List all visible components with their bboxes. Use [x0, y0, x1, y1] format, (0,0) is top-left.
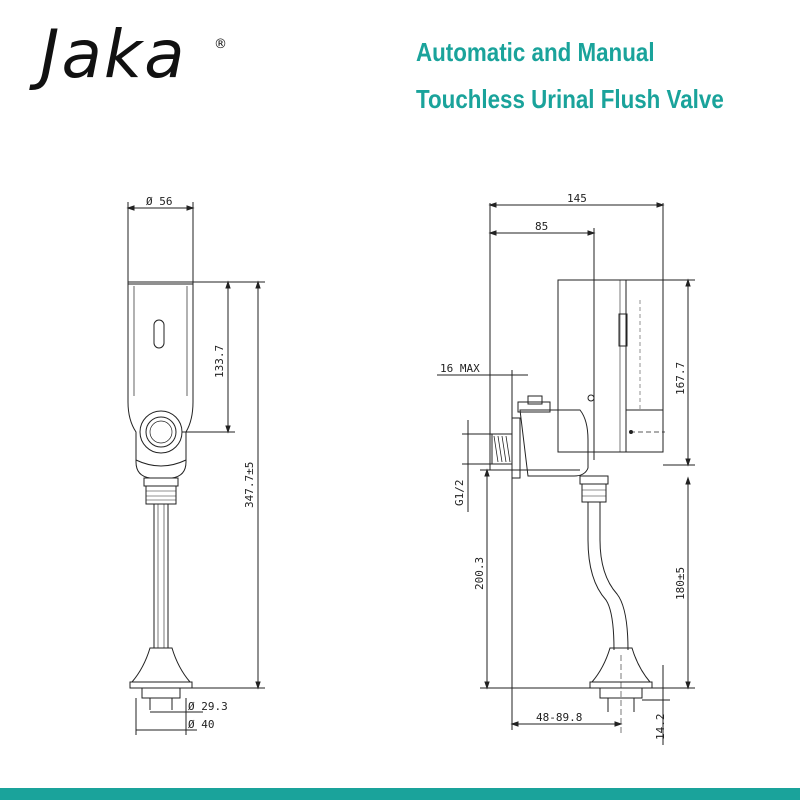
dim-outlet-offset: 48-89.8: [536, 711, 582, 724]
dim-outlet-height: 180±5: [674, 567, 687, 600]
dim-arrows: [510, 721, 623, 727]
dim-top-diameter: Ø 56: [146, 195, 173, 208]
wall-plate: [511, 417, 521, 479]
dim-sensor-height: 133.7: [213, 345, 226, 378]
screw: [587, 394, 595, 402]
inlet-body: [519, 409, 589, 477]
registered-mark: ®: [214, 37, 227, 52]
dim-base-inner: Ø 29.3: [188, 700, 228, 713]
button-center: [629, 430, 633, 434]
dim-base-height: 14.2: [654, 714, 667, 741]
dim-wall-max: 16 MAX: [440, 362, 480, 375]
manual-button-inner: [149, 420, 173, 444]
dim-overall-width: 145: [567, 192, 587, 205]
dim-inlet-drop: 200.3: [473, 557, 486, 590]
valve-body-side: [557, 279, 664, 453]
side-view: 145 85 16 MAX G1/2: [437, 192, 695, 745]
coupling-side: [579, 475, 609, 485]
dim-body-height: 167.7: [674, 362, 687, 395]
footer-accent-bar: [0, 788, 800, 800]
pipe-edge: [599, 502, 629, 651]
dim-base-outer: Ø 40: [188, 718, 215, 731]
pipe-flange: [130, 647, 192, 683]
coupling: [143, 477, 179, 487]
dim-arrows: [484, 468, 490, 690]
body-bottom-curve: [135, 459, 187, 467]
dim-arrows: [126, 205, 195, 211]
hex-nut: [145, 485, 177, 505]
hex-nut-side: [581, 483, 607, 503]
dim-thread: G1/2: [453, 480, 466, 507]
button-housing: [625, 409, 664, 453]
inlet-cap: [517, 401, 551, 413]
sensor-window: [153, 319, 165, 349]
dim-arrows: [488, 202, 665, 236]
dim-arrows: [685, 278, 691, 690]
product-title-line-1: Automatic and Manual: [416, 37, 655, 67]
product-title-line-2: Touchless Urinal Flush Valve: [416, 84, 724, 114]
manual-button: [145, 416, 177, 448]
flange-plate: [129, 681, 193, 689]
dim-overall-height: 347.7±5: [243, 462, 256, 508]
sensor-window-side: [618, 313, 628, 347]
sensor-body: [127, 281, 194, 479]
dim-arrows: [225, 280, 261, 690]
brand-logo: Jaka: [40, 16, 187, 93]
dim-width-to-body: 85: [535, 220, 548, 233]
inlet-knob: [527, 395, 543, 405]
inlet-thread: [491, 433, 513, 465]
spud-nut: [141, 687, 181, 699]
thread-hatching: [493, 435, 511, 463]
front-view: Ø 56 Ø 29.3 Ø 40: [126, 195, 265, 735]
pipe-edge: [587, 502, 615, 651]
